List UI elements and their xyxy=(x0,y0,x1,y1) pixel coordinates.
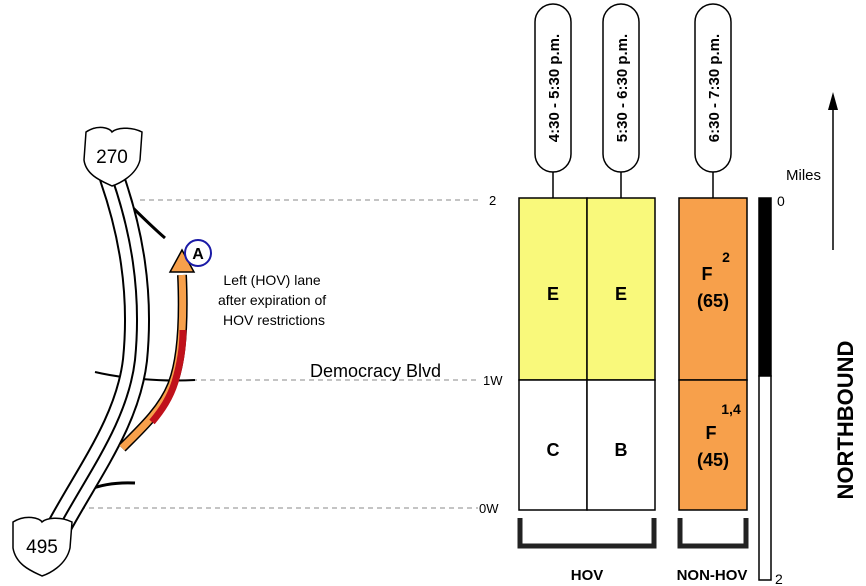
scale-top-label: 0 xyxy=(777,193,785,209)
north-arrow-icon xyxy=(828,92,838,110)
los-grade: F xyxy=(702,264,713,284)
scale-segment-black xyxy=(758,197,772,377)
interstate-270-shield-icon: 270 xyxy=(83,126,143,187)
mile-guide-lines xyxy=(80,199,482,509)
time-period-header: 5:30 - 6:30 p.m. xyxy=(602,3,640,198)
los-footnote: 1,4 xyxy=(721,401,741,417)
los-grade: C xyxy=(547,440,560,460)
roadway-surface xyxy=(49,167,149,536)
marker-caption-line-3: HOV restrictions xyxy=(223,312,325,328)
marker-caption: Left (HOV) lane after expiration of HOV … xyxy=(218,272,330,328)
time-period-label: 5:30 - 6:30 p.m. xyxy=(614,34,631,142)
los-cell-hov-upper-2 xyxy=(586,197,656,381)
mile-marker-2: 2 xyxy=(489,193,496,208)
los-cell-hov-lower-1 xyxy=(518,379,588,511)
los-speed: (45) xyxy=(697,450,729,470)
scale-bottom-label: 2 xyxy=(775,571,783,586)
los-grade: B xyxy=(615,440,628,460)
shield-label-495: 495 xyxy=(26,537,58,558)
time-period-header: 6:30 - 7:30 p.m. xyxy=(694,3,732,198)
nonhov-group-label: NON-HOV xyxy=(677,567,748,584)
democracy-blvd-label: Democracy Blvd xyxy=(310,361,441,381)
marker-letter: A xyxy=(192,246,204,263)
interstate-495-shield-icon: 495 xyxy=(12,516,73,577)
los-grade: E xyxy=(547,284,559,304)
time-period-label: 6:30 - 7:30 p.m. xyxy=(706,34,723,142)
los-speed: (65) xyxy=(697,291,729,311)
scale-segment-white xyxy=(758,375,772,581)
group-brackets xyxy=(517,518,749,549)
los-footnote: 2 xyxy=(722,249,730,265)
scale-title: Miles xyxy=(786,167,821,184)
mile-marker-0w: 0W xyxy=(479,501,499,516)
marker-caption-line-1: Left (HOV) lane xyxy=(223,272,320,288)
hov-group-label: HOV xyxy=(571,567,604,584)
marker-a-icon: A xyxy=(184,239,212,267)
los-grade: F xyxy=(706,423,717,443)
nonhov-bracket xyxy=(677,518,749,549)
northbound-indicator: NORTHBOUND xyxy=(828,92,858,499)
direction-label: NORTHBOUND xyxy=(833,341,858,500)
roadway-median xyxy=(59,177,139,526)
los-cell-nonhov-lower xyxy=(678,379,748,511)
nonhov-grid xyxy=(678,197,748,511)
time-period-label: 4:30 - 5:30 p.m. xyxy=(546,34,563,142)
highway-map: 270 495 A Left (HOV) lane after expirati… xyxy=(12,126,441,577)
los-cell-nonhov-upper xyxy=(678,197,748,381)
los-grade: E xyxy=(615,284,627,304)
time-period-header: 4:30 - 5:30 p.m. xyxy=(534,3,572,198)
shield-label-270: 270 xyxy=(96,147,128,168)
mile-scale-bar: Miles 0 2 xyxy=(758,167,821,586)
mile-marker-1w: 1W xyxy=(483,373,503,388)
hov-grid xyxy=(518,197,656,511)
los-cell-hov-lower-2 xyxy=(586,379,656,511)
hov-lane-red-segment xyxy=(149,329,187,425)
time-period-headers: 4:30 - 5:30 p.m. 5:30 - 6:30 p.m. 6:30 -… xyxy=(534,3,732,198)
hov-bracket xyxy=(517,518,657,549)
marker-caption-line-2: after expiration of xyxy=(218,292,326,308)
